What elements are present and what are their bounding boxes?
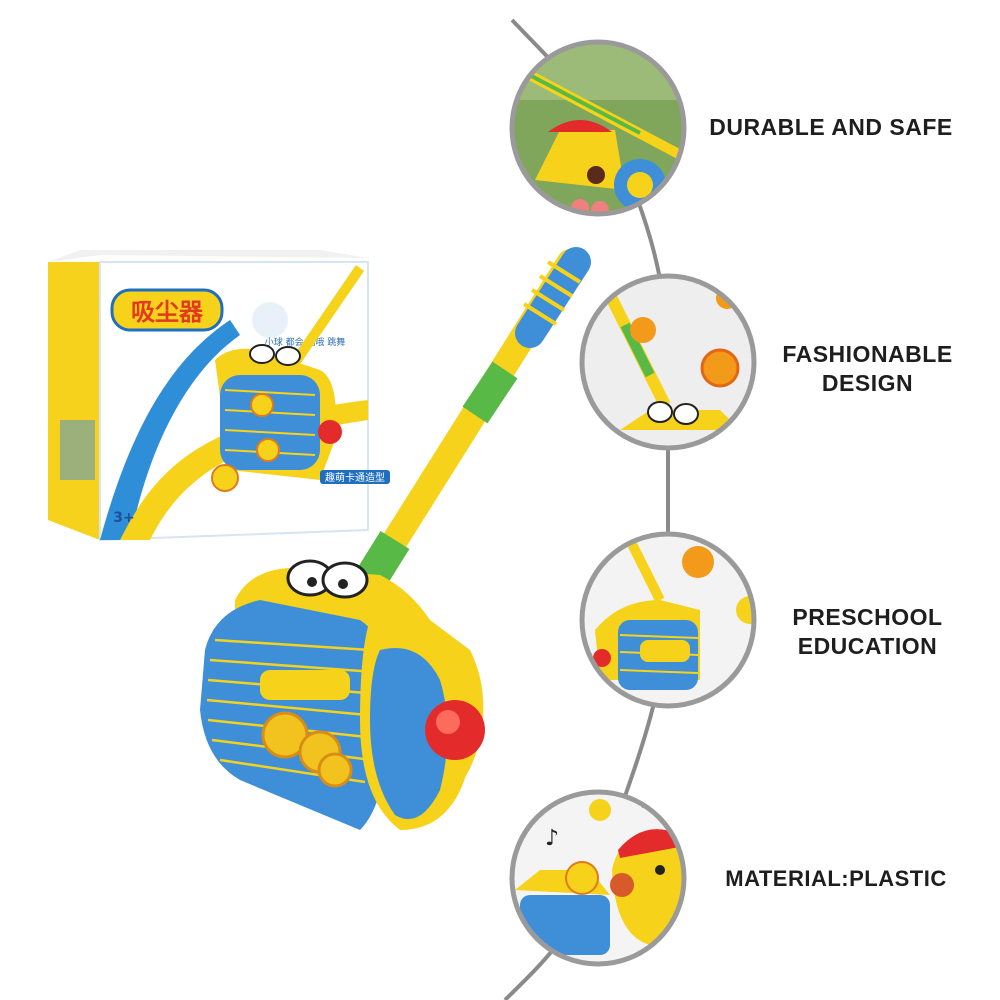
toy-vacuum: [200, 247, 591, 830]
feature-photo-education: [579, 531, 757, 709]
feature-photo-durable: [509, 39, 687, 217]
box-title: 吸尘器: [131, 298, 204, 326]
box-subtitle: 趣萌卡通造型: [325, 471, 385, 484]
feature-label-durable: DURABLE AND SAFE: [709, 114, 953, 140]
box-age-badge: 3+: [113, 510, 134, 526]
feature-photo-material: ♪ ♪: [509, 789, 687, 967]
feature-label-material: MATERIAL:PLASTIC: [725, 866, 947, 891]
svg-text:♪: ♪: [545, 826, 559, 851]
product-box: 吸尘器 小球 都会 响哦 跳舞 趣萌卡通造型 3+: [48, 250, 390, 542]
feature-photo-design: [579, 273, 757, 451]
